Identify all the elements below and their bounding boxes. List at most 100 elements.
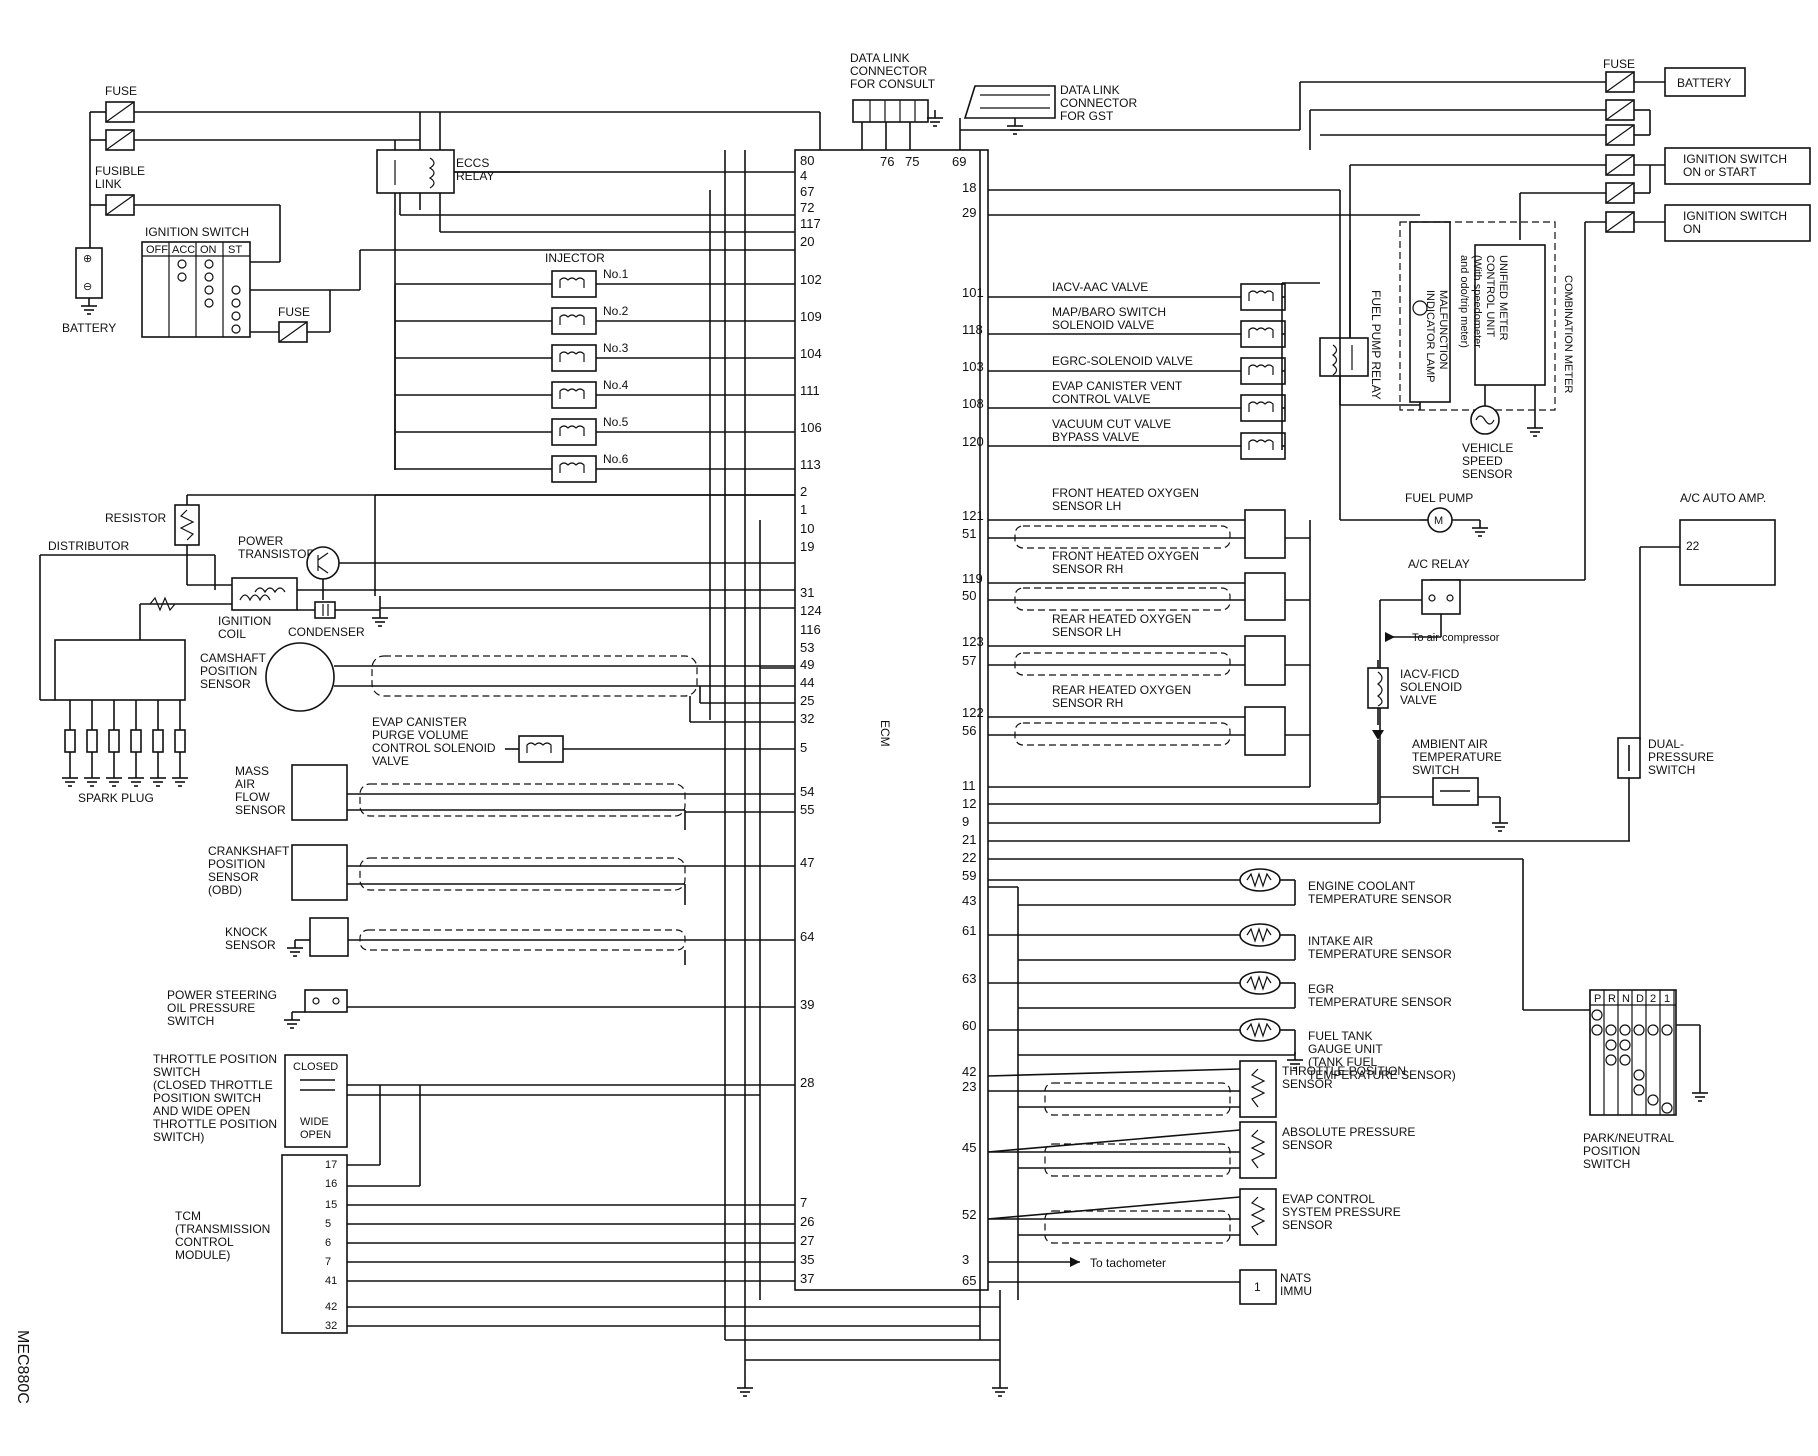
- tcm-box: [281, 1154, 348, 1334]
- fr-battery-box: [1664, 67, 1746, 97]
- ac-amp-label: A/C AUTO AMP.: [1680, 491, 1766, 505]
- ecm-pin-53: 53: [800, 640, 814, 655]
- distributor-label: DISTRIBUTOR: [48, 539, 129, 553]
- fuel-pump-relay-label: FUEL PUMP RELAY: [1369, 290, 1383, 400]
- ecm-pin-35: 35: [800, 1252, 814, 1267]
- ecm-pin-22: 22: [962, 850, 976, 865]
- tcm-pin-15: 15: [325, 1199, 337, 1211]
- ecm-pin-25: 25: [800, 693, 814, 708]
- spark-plug-icon: [64, 729, 76, 753]
- ecm-pin-45: 45: [962, 1140, 976, 1155]
- injector-solenoid-icon: [551, 381, 597, 409]
- injector-1: No.1: [395, 267, 795, 298]
- diagram-id-label: MEC880C: [14, 1330, 31, 1404]
- tcm-pin-16: 16: [325, 1178, 337, 1190]
- ecm-pin-51: 51: [962, 526, 976, 541]
- ecm-pin-108: 108: [962, 396, 984, 411]
- injector-label: No.1: [603, 267, 629, 281]
- ign-on-box: [1664, 204, 1811, 242]
- ign-pos-OFF: OFF: [146, 244, 168, 256]
- ign-pos-ACC: ACC: [172, 244, 195, 256]
- fuse2-label: FUSE: [278, 305, 310, 319]
- battery-label: BATTERY: [62, 321, 116, 335]
- injector-label: No.4: [603, 378, 629, 392]
- thermistor-icon: [1239, 923, 1281, 947]
- ecm-pin-11: 11: [962, 778, 976, 793]
- spark-plug-icon: [130, 729, 142, 753]
- mil-lamp-icon: [1412, 300, 1428, 316]
- egrc-solenoid-valve-label: EGRC-SOLENOID VALVE: [1052, 354, 1193, 368]
- ac-amp-box: [1679, 519, 1776, 586]
- ecm-pin-37: 37: [800, 1271, 814, 1286]
- ecm-pin-109: 109: [800, 309, 822, 324]
- ecm-pin-104: 104: [800, 346, 822, 361]
- injector-2: No.2: [395, 304, 795, 335]
- ign-pos-ST: ST: [228, 244, 242, 256]
- ign-pos-ON: ON: [200, 244, 217, 256]
- ecm-pin-119: 119: [962, 571, 983, 586]
- ecm-pin-102: 102: [800, 272, 822, 287]
- fuse-icon-2: [105, 129, 135, 151]
- ecm-pin-21: 21: [962, 832, 976, 847]
- ecm-pin-117: 117: [800, 216, 821, 231]
- fr-fuse-icon-2: [1605, 99, 1635, 121]
- ecm-pin-59: 59: [962, 868, 976, 883]
- tcm-pin-32: 32: [325, 1320, 337, 1332]
- ac-amp-pin: 22: [1686, 539, 1700, 553]
- ecm-pin-27: 27: [800, 1233, 814, 1248]
- fuse-label: FUSE: [105, 84, 137, 98]
- ecm-top-pin-75: 75: [905, 154, 919, 169]
- mil-label: MALFUNCTIONINDICATOR LAMP: [1424, 290, 1449, 383]
- ecm-pin-39: 39: [800, 997, 814, 1012]
- fr-fuse-icon-4: [1605, 154, 1635, 176]
- injector-6: No.6: [395, 452, 795, 483]
- svg-text:⊖: ⊖: [83, 281, 92, 293]
- ecm-pin-123: 123: [962, 634, 984, 649]
- fuel-pump-relay-icon: [1319, 337, 1369, 377]
- ecm-pin-9: 9: [962, 814, 969, 829]
- ecm-pin-55: 55: [800, 802, 814, 817]
- ecm-top-pin-76: 76: [880, 154, 894, 169]
- ecm-pin-5: 5: [800, 740, 807, 755]
- oxygen-sensor-icon: [1244, 706, 1286, 756]
- ecm-pin-3: 3: [962, 1252, 969, 1267]
- closed-label: CLOSED: [293, 1061, 338, 1073]
- ecm-pin-1: 1: [800, 502, 807, 517]
- ecm-pin-60: 60: [962, 1018, 976, 1033]
- solenoid-icon: [1240, 432, 1286, 460]
- injector-label: No.6: [603, 452, 629, 466]
- fr-fuse-icon-5: [1605, 182, 1635, 204]
- ecm-right-pin-labels: 1829101118103108120121511195012357122561…: [962, 180, 984, 1288]
- fuse-icon: [105, 101, 135, 123]
- ecm-pin-72: 72: [800, 200, 814, 215]
- iacv-aac-valve-label: IACV-AAC VALVE: [1052, 280, 1148, 294]
- egrc-solenoid-valve: EGRC-SOLENOID VALVE: [988, 354, 1286, 385]
- injector-solenoid-icon: [551, 270, 597, 298]
- ecm-pin-7: 7: [800, 1195, 807, 1210]
- oxygen-sensor-icon: [1244, 509, 1286, 559]
